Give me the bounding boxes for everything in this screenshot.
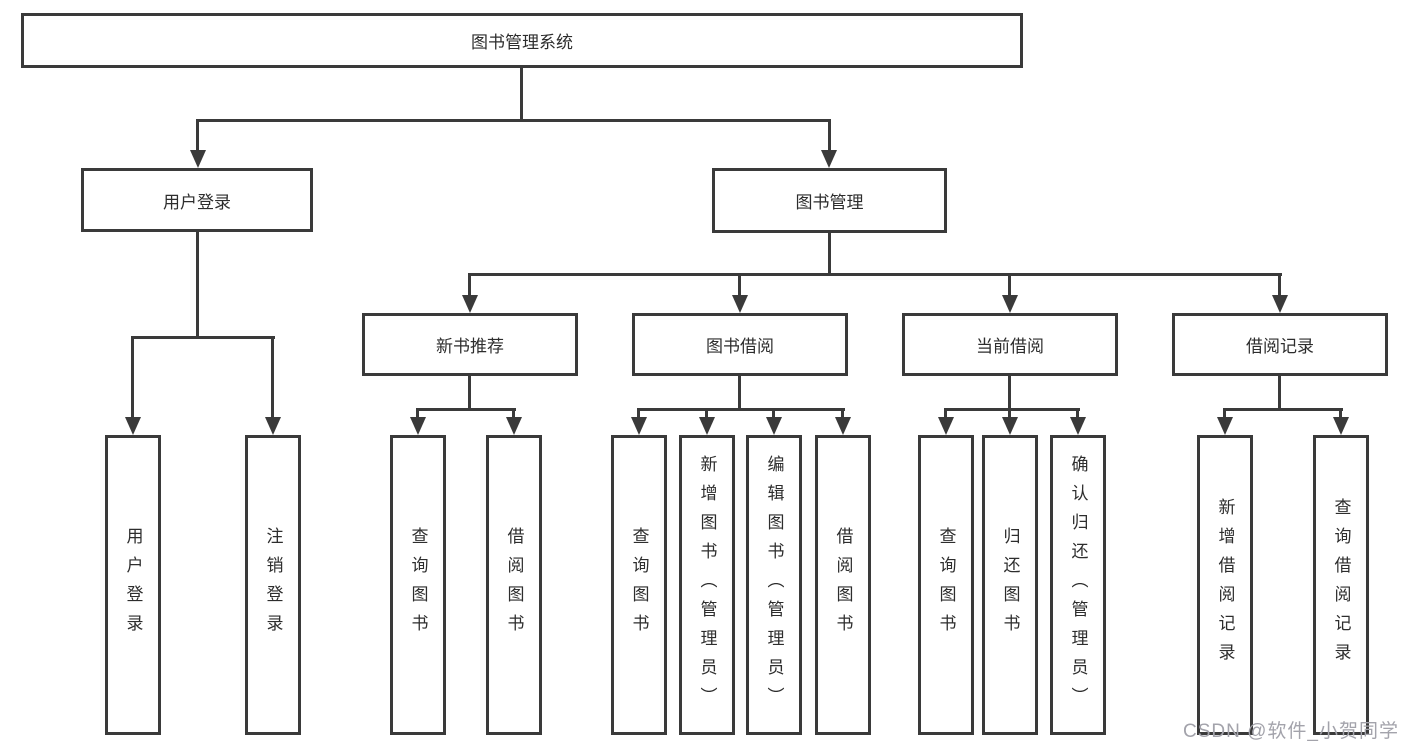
connector-leaf-shaft (1223, 411, 1226, 417)
connector-bookmgmt-hline (468, 273, 1282, 276)
node-label: 图书管理系统 (471, 33, 573, 52)
arrow-down-icon (732, 295, 748, 313)
node-borrowing-records: 借阅记录 (1172, 313, 1388, 376)
arrow-down-icon (1272, 295, 1288, 313)
node-label: 借阅记录 (1246, 337, 1314, 356)
node-label: 用户登录 (163, 192, 231, 212)
leaf-label: 查询图书 (936, 527, 956, 643)
arrow-down-icon (938, 417, 954, 435)
leaf-label: 借阅图书 (504, 527, 524, 643)
node-label: 新书推荐 (436, 337, 504, 356)
leaf-query-books-recommend: 查询图书 (390, 435, 446, 735)
connector-userlogin-vline (196, 232, 199, 338)
leaf-borrow-books-recommend: 借阅图书 (486, 435, 542, 735)
connector-group3-hline (944, 408, 1080, 411)
node-book-borrowing: 图书借阅 (632, 313, 848, 376)
connector-group1-hline (416, 408, 516, 411)
connector-leaf-shaft (1076, 411, 1079, 417)
node-book-management: 图书管理 (712, 168, 947, 233)
connector-root-vline (520, 68, 523, 121)
node-library-management-system: 图书管理系统 (21, 13, 1023, 68)
connector-group3-vline (1008, 376, 1011, 411)
connector-group4-hline (1223, 408, 1343, 411)
leaf-label: 归还图书 (1000, 527, 1020, 643)
connector-leaf-shaft (841, 411, 844, 417)
connector-userlogin-hline (131, 336, 275, 339)
connector-group4-vline (1278, 376, 1281, 411)
leaf-label: 用户登录 (123, 527, 143, 643)
leaf-label: 新增图书（管理员） (697, 454, 717, 716)
connector-leaf-shaft (416, 411, 419, 417)
arrow-down-icon (1002, 417, 1018, 435)
node-label: 图书管理 (795, 193, 864, 212)
connector-leaf-shaft (772, 411, 775, 417)
leaf-label: 编辑图书（管理员） (764, 454, 784, 716)
connector-leaf-shaft (1339, 411, 1342, 417)
connector-leaf-shaft (1008, 411, 1011, 417)
connector-root-hline (196, 119, 831, 122)
connector-group2-vline (738, 376, 741, 411)
leaf-user-login: 用户登录 (105, 435, 161, 735)
arrow-down-icon (835, 417, 851, 435)
leaf-query-books-borrowing: 查询图书 (611, 435, 667, 735)
node-user-login: 用户登录 (81, 168, 313, 232)
connector-l3-shaft (738, 276, 741, 295)
connector-leaf-shaft (705, 411, 708, 417)
arrow-down-icon (1217, 417, 1233, 435)
arrow-down-icon (821, 150, 837, 168)
node-label: 当前借阅 (976, 337, 1044, 356)
connector-l3-shaft (1008, 276, 1011, 295)
connector-leaf-shaft (944, 411, 947, 417)
arrow-down-icon (1070, 417, 1086, 435)
arrow-down-icon (1333, 417, 1349, 435)
connector-leaf-shaft (131, 339, 134, 417)
arrow-down-icon (1002, 295, 1018, 313)
leaf-label: 查询借阅记录 (1331, 498, 1351, 672)
leaf-add-borrow-record: 新增借阅记录 (1197, 435, 1253, 735)
leaf-label: 新增借阅记录 (1215, 498, 1235, 672)
arrow-down-icon (410, 417, 426, 435)
leaf-return-books: 归还图书 (982, 435, 1038, 735)
connector-group2-hline (637, 408, 845, 411)
connector-l3-shaft (1278, 276, 1281, 295)
connector-bookmgmt-shaft (828, 119, 831, 150)
csdn-watermark: CSDN @软件_小贺同学 (1183, 721, 1399, 742)
leaf-label: 借阅图书 (833, 527, 853, 643)
leaf-confirm-return-admin: 确认归还（管理员） (1050, 435, 1106, 735)
arrow-down-icon (125, 417, 141, 435)
arrow-down-icon (462, 295, 478, 313)
leaf-label: 确认归还（管理员） (1068, 454, 1088, 716)
connector-group1-vline (468, 376, 471, 411)
connector-leaf-shaft (271, 339, 274, 417)
connector-l3-shaft (468, 276, 471, 295)
leaf-label: 注销登录 (263, 527, 283, 643)
leaf-borrow-books: 借阅图书 (815, 435, 871, 735)
arrow-down-icon (766, 417, 782, 435)
node-new-book-recommend: 新书推荐 (362, 313, 578, 376)
connector-leaf-shaft (637, 411, 640, 417)
leaf-add-books-admin: 新增图书（管理员） (679, 435, 735, 735)
leaf-label: 查询图书 (629, 527, 649, 643)
leaf-edit-books-admin: 编辑图书（管理员） (746, 435, 802, 735)
node-label: 图书借阅 (706, 337, 774, 356)
arrow-down-icon (506, 417, 522, 435)
arrow-down-icon (631, 417, 647, 435)
arrow-down-icon (190, 150, 206, 168)
leaf-label: 查询图书 (408, 527, 428, 643)
connector-bookmgmt-vline (828, 233, 831, 276)
connector-leaf-shaft (512, 411, 515, 417)
leaf-logout: 注销登录 (245, 435, 301, 735)
leaf-query-books-current: 查询图书 (918, 435, 974, 735)
connector-userlogin-shaft (196, 119, 199, 150)
node-current-borrowing: 当前借阅 (902, 313, 1118, 376)
leaf-query-borrow-record: 查询借阅记录 (1313, 435, 1369, 735)
arrow-down-icon (699, 417, 715, 435)
arrow-down-icon (265, 417, 281, 435)
